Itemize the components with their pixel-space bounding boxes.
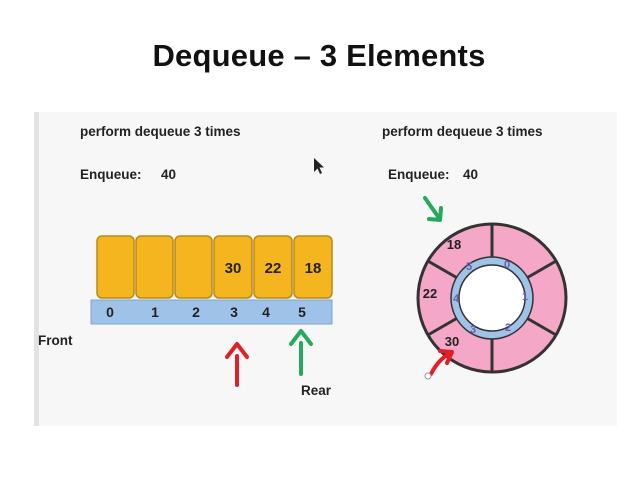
queue-cell-value-5: 18 [305, 260, 322, 277]
ring-index-3: 3 [470, 324, 476, 336]
right-enqueue-label: Enqueue: [388, 167, 450, 182]
left-enqueue-value: 40 [161, 167, 177, 182]
left-instruction: perform dequeue 3 times [80, 124, 241, 139]
queue-cell-2 [174, 235, 213, 299]
ring-index-2: 2 [505, 322, 511, 334]
diagram-canvas: 30 22 18 0 1 2 3 4 5 [90, 158, 568, 387]
circular-queue [416, 222, 568, 374]
rear-arrow-icon [289, 329, 313, 376]
mouse-cursor-icon [314, 158, 324, 174]
ring-value-18: 18 [447, 237, 461, 252]
ring-index-0: 0 [504, 259, 510, 271]
rear-label: Rear [301, 383, 332, 398]
ring-index-1: 1 [522, 291, 528, 303]
queue-cell-0 [96, 235, 135, 299]
frame-edge [34, 112, 39, 426]
queue-cell-5 [293, 235, 333, 299]
ring-index-5: 5 [466, 261, 472, 273]
index-label-3: 3 [230, 304, 238, 320]
right-enqueue-value: 40 [463, 167, 479, 182]
slide-title: Dequeue – 3 Elements [152, 38, 486, 73]
ring-index-4: 4 [453, 293, 460, 305]
front-arrow-icon [225, 342, 249, 387]
queue-cell-value-4: 22 [265, 260, 282, 277]
queue-cell-3 [213, 235, 253, 299]
index-label-2: 2 [192, 304, 200, 320]
index-label-1: 1 [151, 304, 159, 320]
front-label: Front [38, 333, 73, 348]
left-enqueue-label: Enqueue: [80, 167, 142, 182]
ring-rear-arrow-icon [423, 196, 443, 222]
queue-cell-4 [253, 235, 293, 299]
index-label-5: 5 [298, 304, 306, 320]
index-bar [90, 299, 333, 325]
video-frame: 30 22 18 0 1 2 3 4 5 [34, 112, 617, 426]
index-label-4: 4 [262, 304, 270, 320]
index-label-0: 0 [106, 304, 114, 320]
right-instruction: perform dequeue 3 times [382, 124, 543, 139]
ring-value-22: 22 [423, 286, 437, 301]
queue-cell-value-3: 30 [225, 260, 242, 277]
ring-value-30: 30 [445, 334, 459, 349]
ring-front-arrow-icon [424, 349, 454, 380]
queue-cell-1 [135, 235, 174, 299]
